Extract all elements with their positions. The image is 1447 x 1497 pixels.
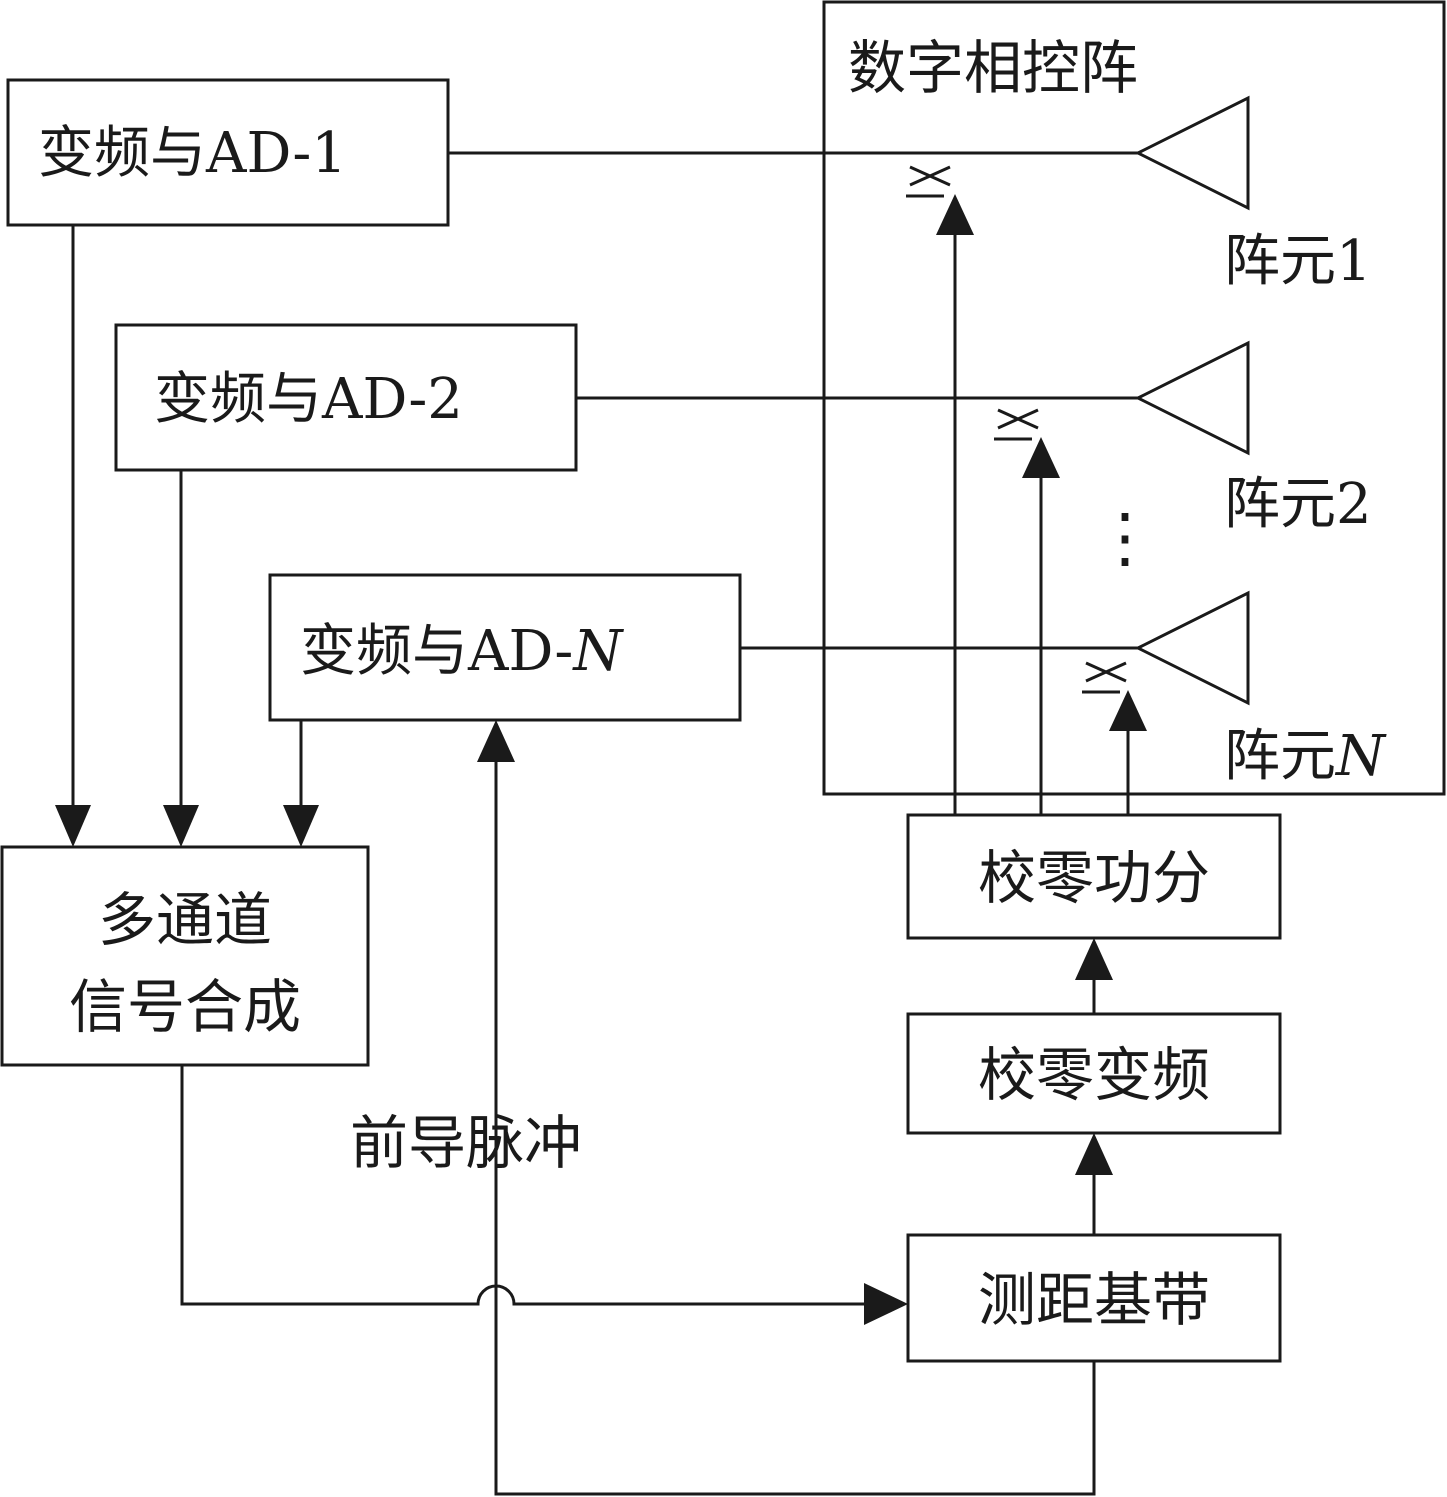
cal-arrow-n <box>1109 690 1147 731</box>
converter-ad-1-label: 变频与AD-1 <box>38 121 347 186</box>
cal-converter-label: 校零变频 <box>978 1041 1210 1109</box>
convn-to-combiner-arrow <box>283 805 319 847</box>
antenna-element-n-label: 阵元N <box>1224 724 1387 789</box>
ranging-baseband-label: 测距基带 <box>978 1266 1210 1334</box>
antenna-element-2-label: 阵元2 <box>1224 472 1372 537</box>
cal-arrow-2 <box>1022 437 1060 478</box>
ranging-baseband-box <box>906 1233 1282 1363</box>
antenna-element-n-suffix: N <box>1334 724 1387 789</box>
coupler-1-icon <box>906 165 951 198</box>
converter-ad-1-box <box>6 78 450 227</box>
coupler-2-icon <box>994 408 1039 441</box>
conv2-to-combiner-arrow <box>163 805 199 847</box>
combiner-label-line2: 信号合成 <box>69 973 301 1041</box>
antenna-element-n-prefix: 阵元 <box>1224 724 1336 789</box>
cal-splitter-label: 校零功分 <box>978 844 1210 912</box>
converter-ad-2-label: 变频与AD-2 <box>154 367 463 432</box>
combiner-to-baseband-arrow <box>864 1283 908 1325</box>
multichannel-combiner-box <box>0 845 370 1067</box>
antenna-element-1-label: 阵元1 <box>1224 229 1372 294</box>
converter-ad-2-box <box>114 323 578 472</box>
phased-array-title: 数字相控阵 <box>848 34 1138 102</box>
antenna-element-1-icon <box>1134 95 1250 211</box>
leading-pulse-label: 前导脉冲 <box>350 1109 582 1177</box>
converter-ad-n-prefix: 变频与AD- <box>300 619 573 684</box>
coupler-n-icon <box>1082 661 1127 694</box>
converter-ad-n-suffix: N <box>571 619 624 684</box>
leading-pulse-arrow <box>477 720 515 762</box>
combiner-to-baseband-line <box>180 1065 870 1306</box>
converter-to-splitter-arrow <box>1075 938 1113 980</box>
baseband-to-converter-arrow <box>1075 1133 1113 1175</box>
antenna-element-2-icon <box>1134 340 1250 456</box>
cal-arrow-1 <box>936 194 974 235</box>
conv1-to-combiner-arrow <box>55 805 91 847</box>
combiner-label-line1: 多通道 <box>98 886 272 954</box>
leading-pulse-line <box>494 755 1096 1496</box>
antenna-element-n-icon <box>1134 590 1250 706</box>
vertical-ellipsis: ⋮ <box>1092 499 1158 576</box>
converter-ad-n-label: 变频与AD-N <box>300 619 624 684</box>
